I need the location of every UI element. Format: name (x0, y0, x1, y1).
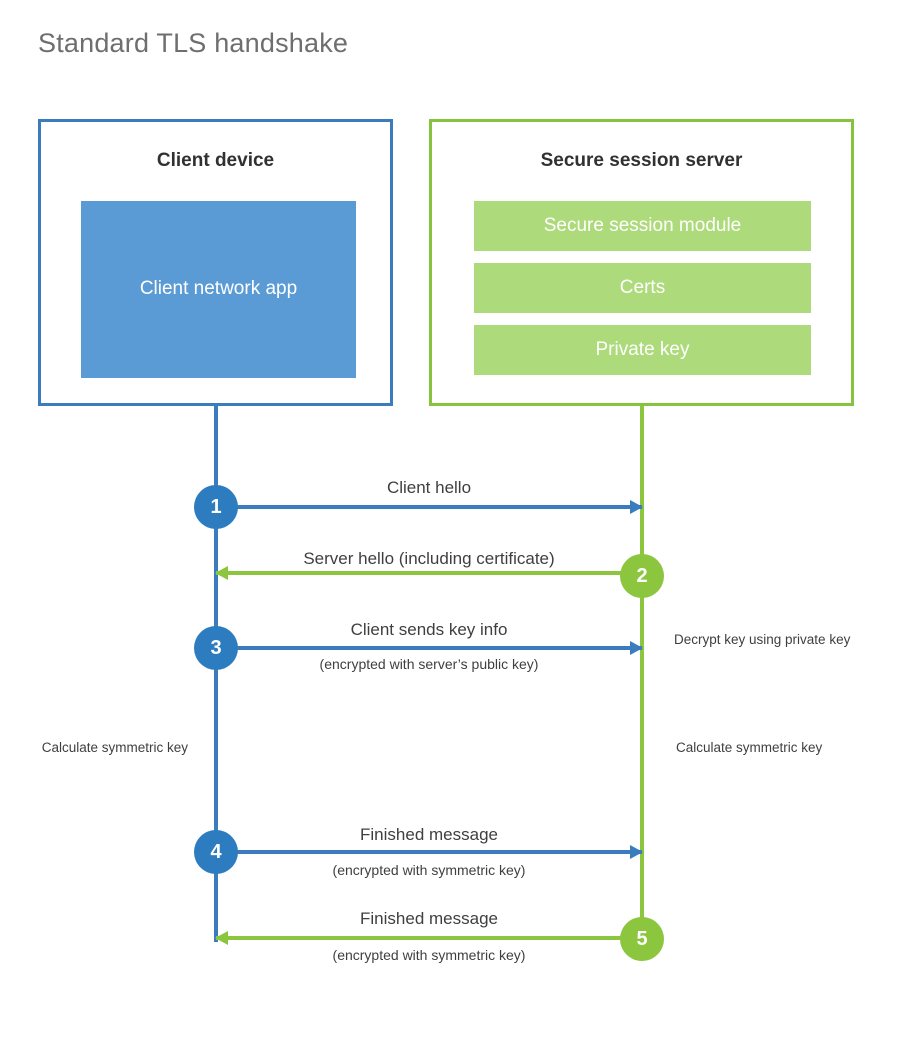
client-calculate-symmetric-key-note: Calculate symmetric key (41, 740, 188, 755)
step-3-label: Client sends key info (350, 620, 508, 639)
server-calculate-symmetric-key-note: Calculate symmetric key (676, 740, 823, 755)
server-lifeline (640, 406, 644, 941)
arrow-head-right-icon (630, 641, 643, 655)
step-5-marker[interactable]: 5 (620, 917, 664, 961)
client-device-box: Client device Client network app (38, 119, 393, 406)
server-component-certs: Certs (474, 263, 811, 313)
step-4-arrow (216, 845, 643, 859)
server-components-list: Secure session module Certs Private key (474, 201, 811, 375)
arrow-head-left-icon (215, 566, 228, 580)
step-3-sublabel: (encrypted with server’s public key) (319, 656, 539, 672)
step-5-arrow (215, 931, 642, 945)
page-title: Standard TLS handshake (38, 28, 349, 58)
step-1-marker[interactable]: 1 (194, 485, 238, 529)
step-4-label: Finished message (360, 825, 498, 844)
step-3-arrow (216, 641, 643, 655)
arrow-head-left-icon (215, 931, 228, 945)
server-component-secure-session-module: Secure session module (474, 201, 811, 251)
step-5-label: Finished message (360, 909, 498, 928)
step-5-sublabel: (encrypted with symmetric key) (332, 947, 526, 963)
step-4-sublabel: (encrypted with symmetric key) (332, 862, 526, 878)
client-lifeline (214, 406, 218, 942)
arrow-head-right-icon (630, 845, 643, 859)
step-1-label: Client hello (386, 478, 472, 497)
secure-session-server-box: Secure session server Secure session mod… (429, 119, 854, 406)
step-2-arrow (215, 566, 642, 580)
step-1-arrow (216, 500, 643, 514)
client-network-app-block: Client network app (81, 201, 356, 378)
arrow-head-right-icon (630, 500, 643, 514)
server-component-private-key: Private key (474, 325, 811, 375)
decrypt-key-note: Decrypt key using private key (674, 632, 851, 647)
step-4-marker[interactable]: 4 (194, 830, 238, 874)
step-2-marker[interactable]: 2 (620, 554, 664, 598)
secure-session-server-title: Secure session server (540, 150, 743, 171)
step-3-marker[interactable]: 3 (194, 626, 238, 670)
client-device-title: Client device (156, 150, 275, 171)
step-2-label: Server hello (including certificate) (303, 549, 555, 568)
